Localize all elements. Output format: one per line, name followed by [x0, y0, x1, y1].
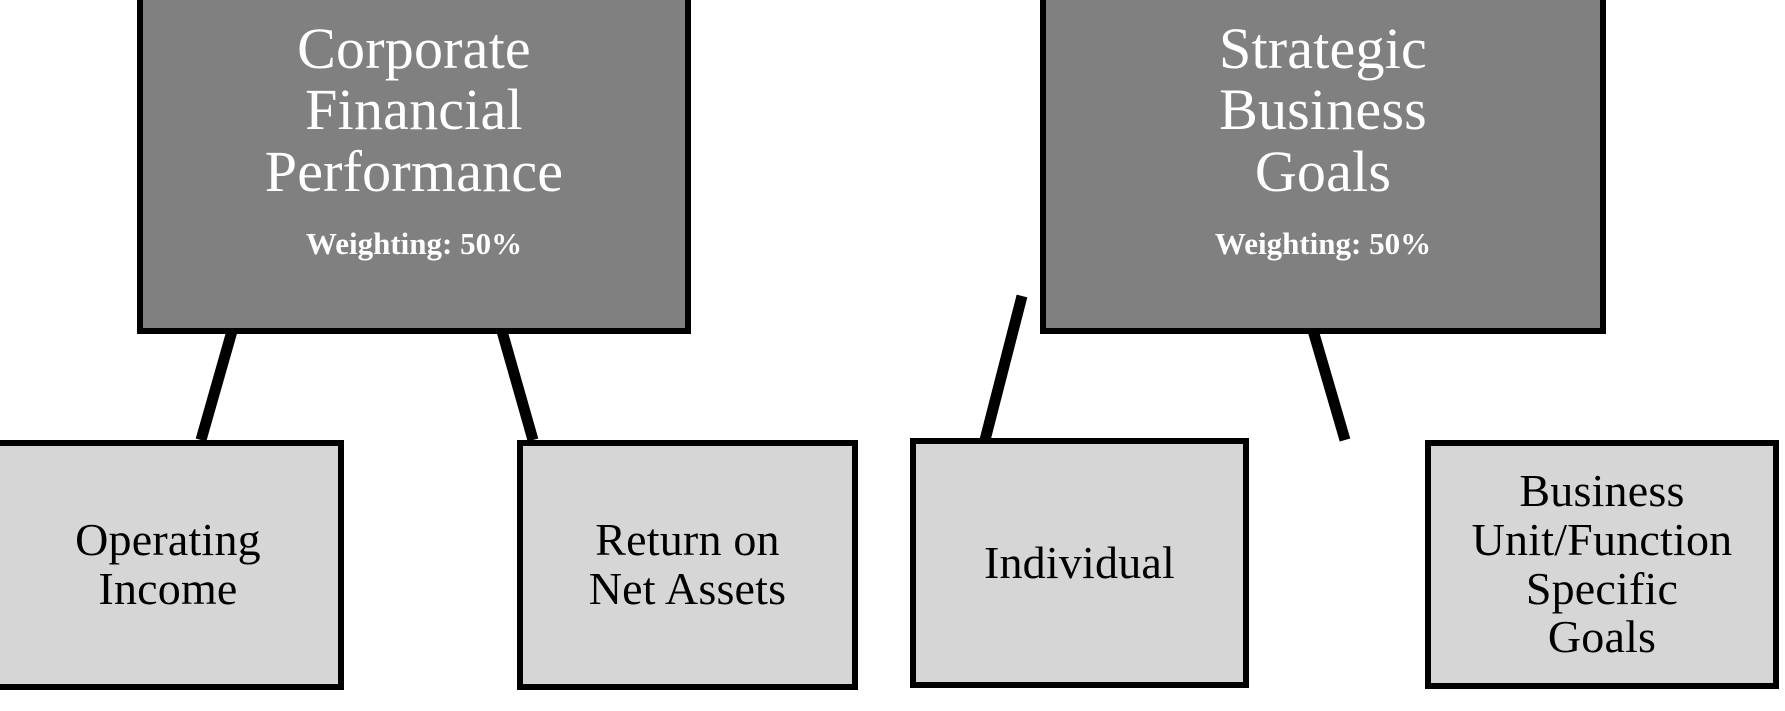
node-title: Strategic Business Goals — [1219, 16, 1427, 204]
node-corporate-financial-performance[interactable]: Corporate Financial Performance Weightin… — [137, 0, 691, 334]
node-strategic-business-goals[interactable]: Strategic Business Goals Weighting: 50% — [1040, 0, 1606, 334]
node-title: Return on Net Assets — [588, 514, 787, 614]
node-operating-income[interactable]: Operating Income — [0, 440, 344, 690]
connector-strategic-to-individual — [979, 294, 1028, 442]
node-individual[interactable]: Individual — [910, 438, 1249, 688]
node-return-on-net-assets[interactable]: Return on Net Assets — [517, 440, 858, 690]
node-weighting: Weighting: 50% — [1214, 226, 1432, 262]
node-title: Operating Income — [75, 514, 261, 614]
node-business-unit-function-goals[interactable]: Business Unit/Function Specific Goals — [1425, 440, 1779, 689]
node-title: Business Unit/Function Specific Goals — [1471, 465, 1733, 663]
node-title: Individual — [983, 536, 1176, 588]
node-title: Corporate Financial Performance — [264, 16, 564, 204]
node-weighting: Weighting: 50% — [305, 226, 523, 262]
